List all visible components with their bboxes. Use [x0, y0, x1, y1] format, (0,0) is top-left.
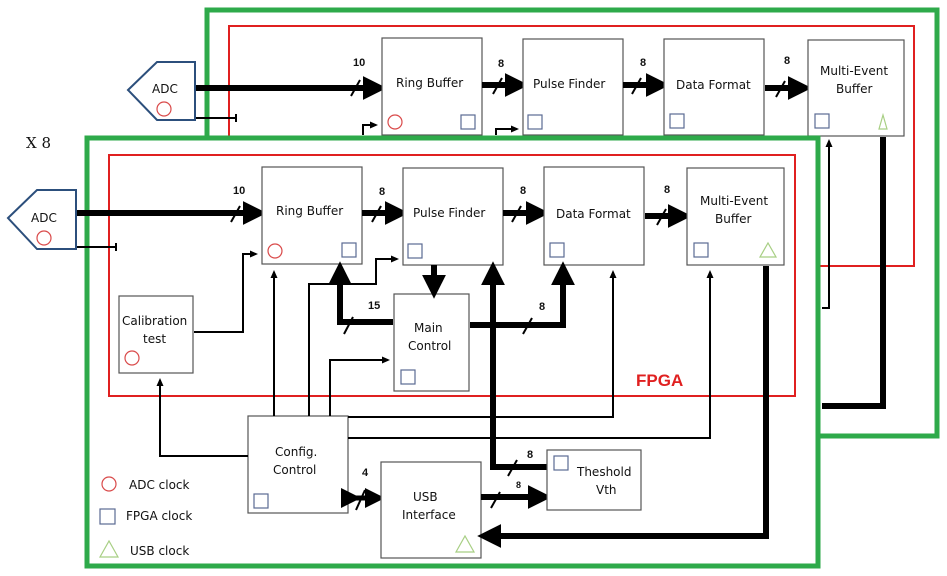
meb-usb-clock-icon [758, 241, 778, 258]
ring-buffer-fpga-clock-icon [341, 242, 357, 258]
meb-fpga-clock-icon [693, 242, 709, 258]
back-ring-fpga-clock-icon [460, 114, 476, 130]
back-format-fpga-clock-icon [669, 113, 685, 129]
main-control-label-line1: Main [414, 321, 443, 335]
pulse-finder-block [402, 167, 504, 266]
bus-width-main-ring: 15 [368, 300, 380, 312]
bus-width-main-format: 8 [539, 301, 545, 313]
bus-width-pulse-format: 8 [520, 185, 526, 197]
back-adc-label: ADC [152, 82, 178, 96]
main-control-label-line2: Control [408, 339, 451, 353]
adc-clock-icon [36, 230, 52, 246]
config-control-label-line1: Config. [275, 445, 317, 459]
main-to-ring-bus [328, 261, 393, 325]
bus-slash [230, 205, 241, 223]
back-ring-adc-clock-icon [387, 114, 403, 130]
config-control-fpga-clock-icon [253, 493, 269, 509]
bus-width-usb-threshold: 8 [516, 480, 521, 490]
calibration-test-block [118, 295, 194, 374]
data-format-fpga-clock-icon [549, 242, 565, 258]
fpga-label: FPGA [636, 371, 683, 390]
legend-usb-clock-label: USB clock [130, 544, 189, 558]
usb-interface-label-line2: Interface [402, 508, 456, 522]
front-board: FPGA ADC 10 Ring Buffer 8 Pulse Finder 8… [6, 135, 821, 569]
multi-event-buffer-block [686, 167, 785, 266]
multiplicity-label: X 8 [26, 134, 51, 152]
back-meb-fpga-clock-icon [814, 113, 830, 129]
legend-adc-clock-label: ADC clock [129, 478, 190, 492]
back-meb-label-1: Multi-Event [820, 64, 888, 78]
usb-interface-label-line1: USB [413, 490, 438, 504]
back-bus-slash [350, 79, 361, 97]
fpga-border [108, 154, 796, 397]
adc-label: ADC [31, 211, 57, 225]
bus-width-format-meb: 8 [664, 184, 670, 196]
config-to-pulse-line [308, 255, 399, 416]
bus-width-ring-pulse: 8 [379, 186, 385, 198]
config-to-format-line [348, 270, 617, 418]
meb-label-line2: Buffer [715, 212, 751, 226]
config-to-meb-line [348, 270, 714, 439]
meb-to-usb-bus [477, 266, 769, 548]
back-adc-block [126, 61, 196, 121]
bus-width-adc-ring: 10 [233, 185, 245, 197]
back-bus-width-10: 10 [353, 57, 365, 69]
back-pulse-finder-label: Pulse Finder [533, 77, 605, 91]
back-pulse-fpga-clock-icon [527, 114, 543, 130]
config-control-block [247, 415, 349, 514]
threshold-vth-block [546, 449, 642, 511]
legend-adc-clock-icon [101, 476, 117, 492]
back-data-format-label: Data Format [676, 78, 751, 92]
data-format-label: Data Format [556, 207, 631, 221]
usb-interface-usb-clock-icon [454, 534, 476, 553]
back-bus-width-8b: 8 [640, 57, 646, 69]
main-to-format-bus [470, 261, 575, 328]
config-to-calibration-line [156, 378, 248, 457]
config-to-main-line [329, 356, 390, 416]
main-control-fpga-clock-icon [400, 369, 416, 385]
threshold-fpga-clock-icon [553, 455, 569, 471]
bus-width-threshold-upper: 8 [527, 449, 533, 461]
back-data-format-block [663, 38, 765, 136]
legend-fpga-clock-label: FPGA clock [126, 509, 192, 523]
back-bus-width-8c: 8 [784, 55, 790, 67]
legend-fpga-clock-icon [99, 508, 116, 525]
threshold-label-line1: Theshold [576, 465, 631, 479]
pulse-finder-label: Pulse Finder [413, 206, 485, 220]
ring-buffer-adc-clock-icon [267, 243, 283, 259]
ring-buffer-label: Ring Buffer [276, 204, 343, 218]
back-ring-buffer-label: Ring Buffer [396, 76, 463, 90]
ring-buffer-block [261, 166, 363, 265]
back-pulse-finder-block [522, 38, 624, 136]
usb-interface-block [380, 461, 482, 559]
back-bus-width-8a: 8 [498, 58, 504, 70]
calibration-label-line1: Calibration [122, 314, 187, 328]
legend-usb-clock-icon [98, 539, 120, 558]
back-meb-usb-clock-icon [878, 112, 888, 130]
back-meb-label-2: Buffer [836, 82, 872, 96]
adc-block [6, 189, 77, 250]
calibration-adc-clock-icon [124, 350, 140, 366]
back-multi-event-buffer-block [807, 39, 905, 137]
threshold-label-line2: Vth [596, 483, 617, 497]
bus-width-config-usb: 4 [362, 467, 369, 479]
calibration-to-ring-line [194, 250, 258, 333]
meb-label-line1: Multi-Event [700, 194, 768, 208]
back-board: ADC 10 Ring Buffer 8 Pulse Finder 8 Data… [126, 7, 940, 439]
pulse-finder-fpga-clock-icon [407, 243, 423, 259]
legend: ADC clock FPGA clock USB clock [98, 476, 192, 558]
config-control-label-line2: Control [273, 463, 316, 477]
back-meb-to-usb-bus [822, 137, 886, 409]
data-format-block [543, 166, 645, 266]
calibration-label-line2: test [143, 332, 166, 346]
back-adc-clock-icon [156, 101, 172, 117]
